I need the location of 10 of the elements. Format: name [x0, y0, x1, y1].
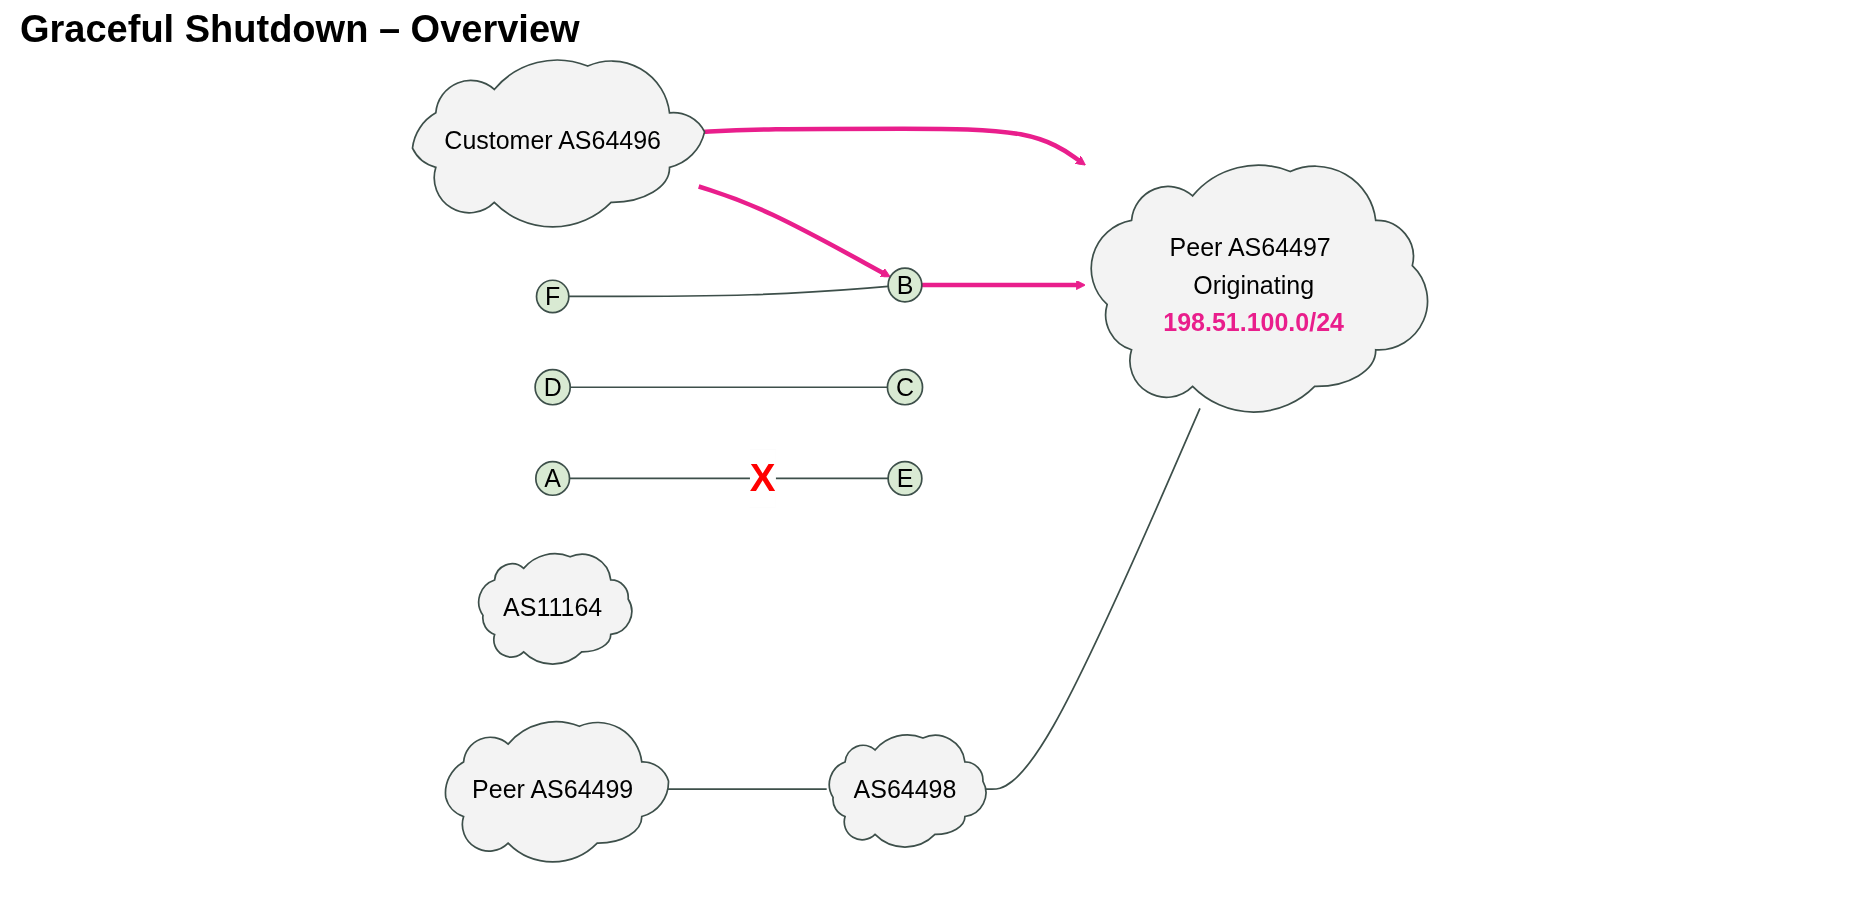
slide-title: Graceful Shutdown – Overview	[20, 8, 581, 51]
edge-label: X	[749, 456, 776, 500]
node-circle: A	[534, 460, 571, 497]
arrow	[921, 280, 1086, 291]
node-circle: F	[535, 279, 570, 314]
node-circle: D	[534, 368, 572, 406]
node-circle: E	[887, 460, 923, 497]
node-circle: C	[886, 368, 924, 406]
arrow	[698, 184, 891, 278]
node-circle: B	[887, 267, 923, 303]
